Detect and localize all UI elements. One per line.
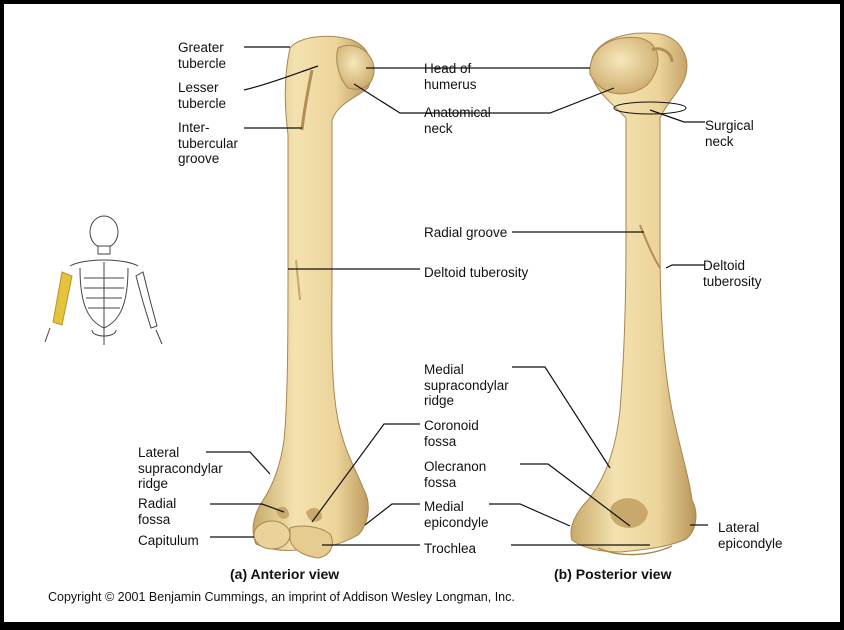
copyright-notice: Copyright © 2001 Benjamin Cummings, an i…: [48, 590, 515, 604]
label-trochlea: Trochlea: [424, 541, 476, 557]
label-radial-groove: Radial groove: [424, 225, 507, 241]
posterior-humerus-body: [571, 33, 696, 552]
skeleton-thumbnail: [45, 216, 162, 345]
anterior-humerus-body: [253, 36, 372, 550]
label-deltoid-tuberosity-anterior: Deltoid tuberosity: [424, 265, 528, 281]
anterior-trochlea: [290, 526, 332, 558]
anterior-capitulum: [254, 521, 290, 549]
anterior-humerus: [253, 36, 374, 558]
highlighted-humerus: [53, 272, 72, 325]
label-capitulum: Capitulum: [138, 533, 199, 549]
humerus-illustration: [4, 4, 840, 622]
caption-posterior-view: (b) Posterior view: [554, 566, 671, 582]
caption-anterior-view: (a) Anterior view: [230, 566, 339, 582]
posterior-humerus: [571, 33, 696, 555]
